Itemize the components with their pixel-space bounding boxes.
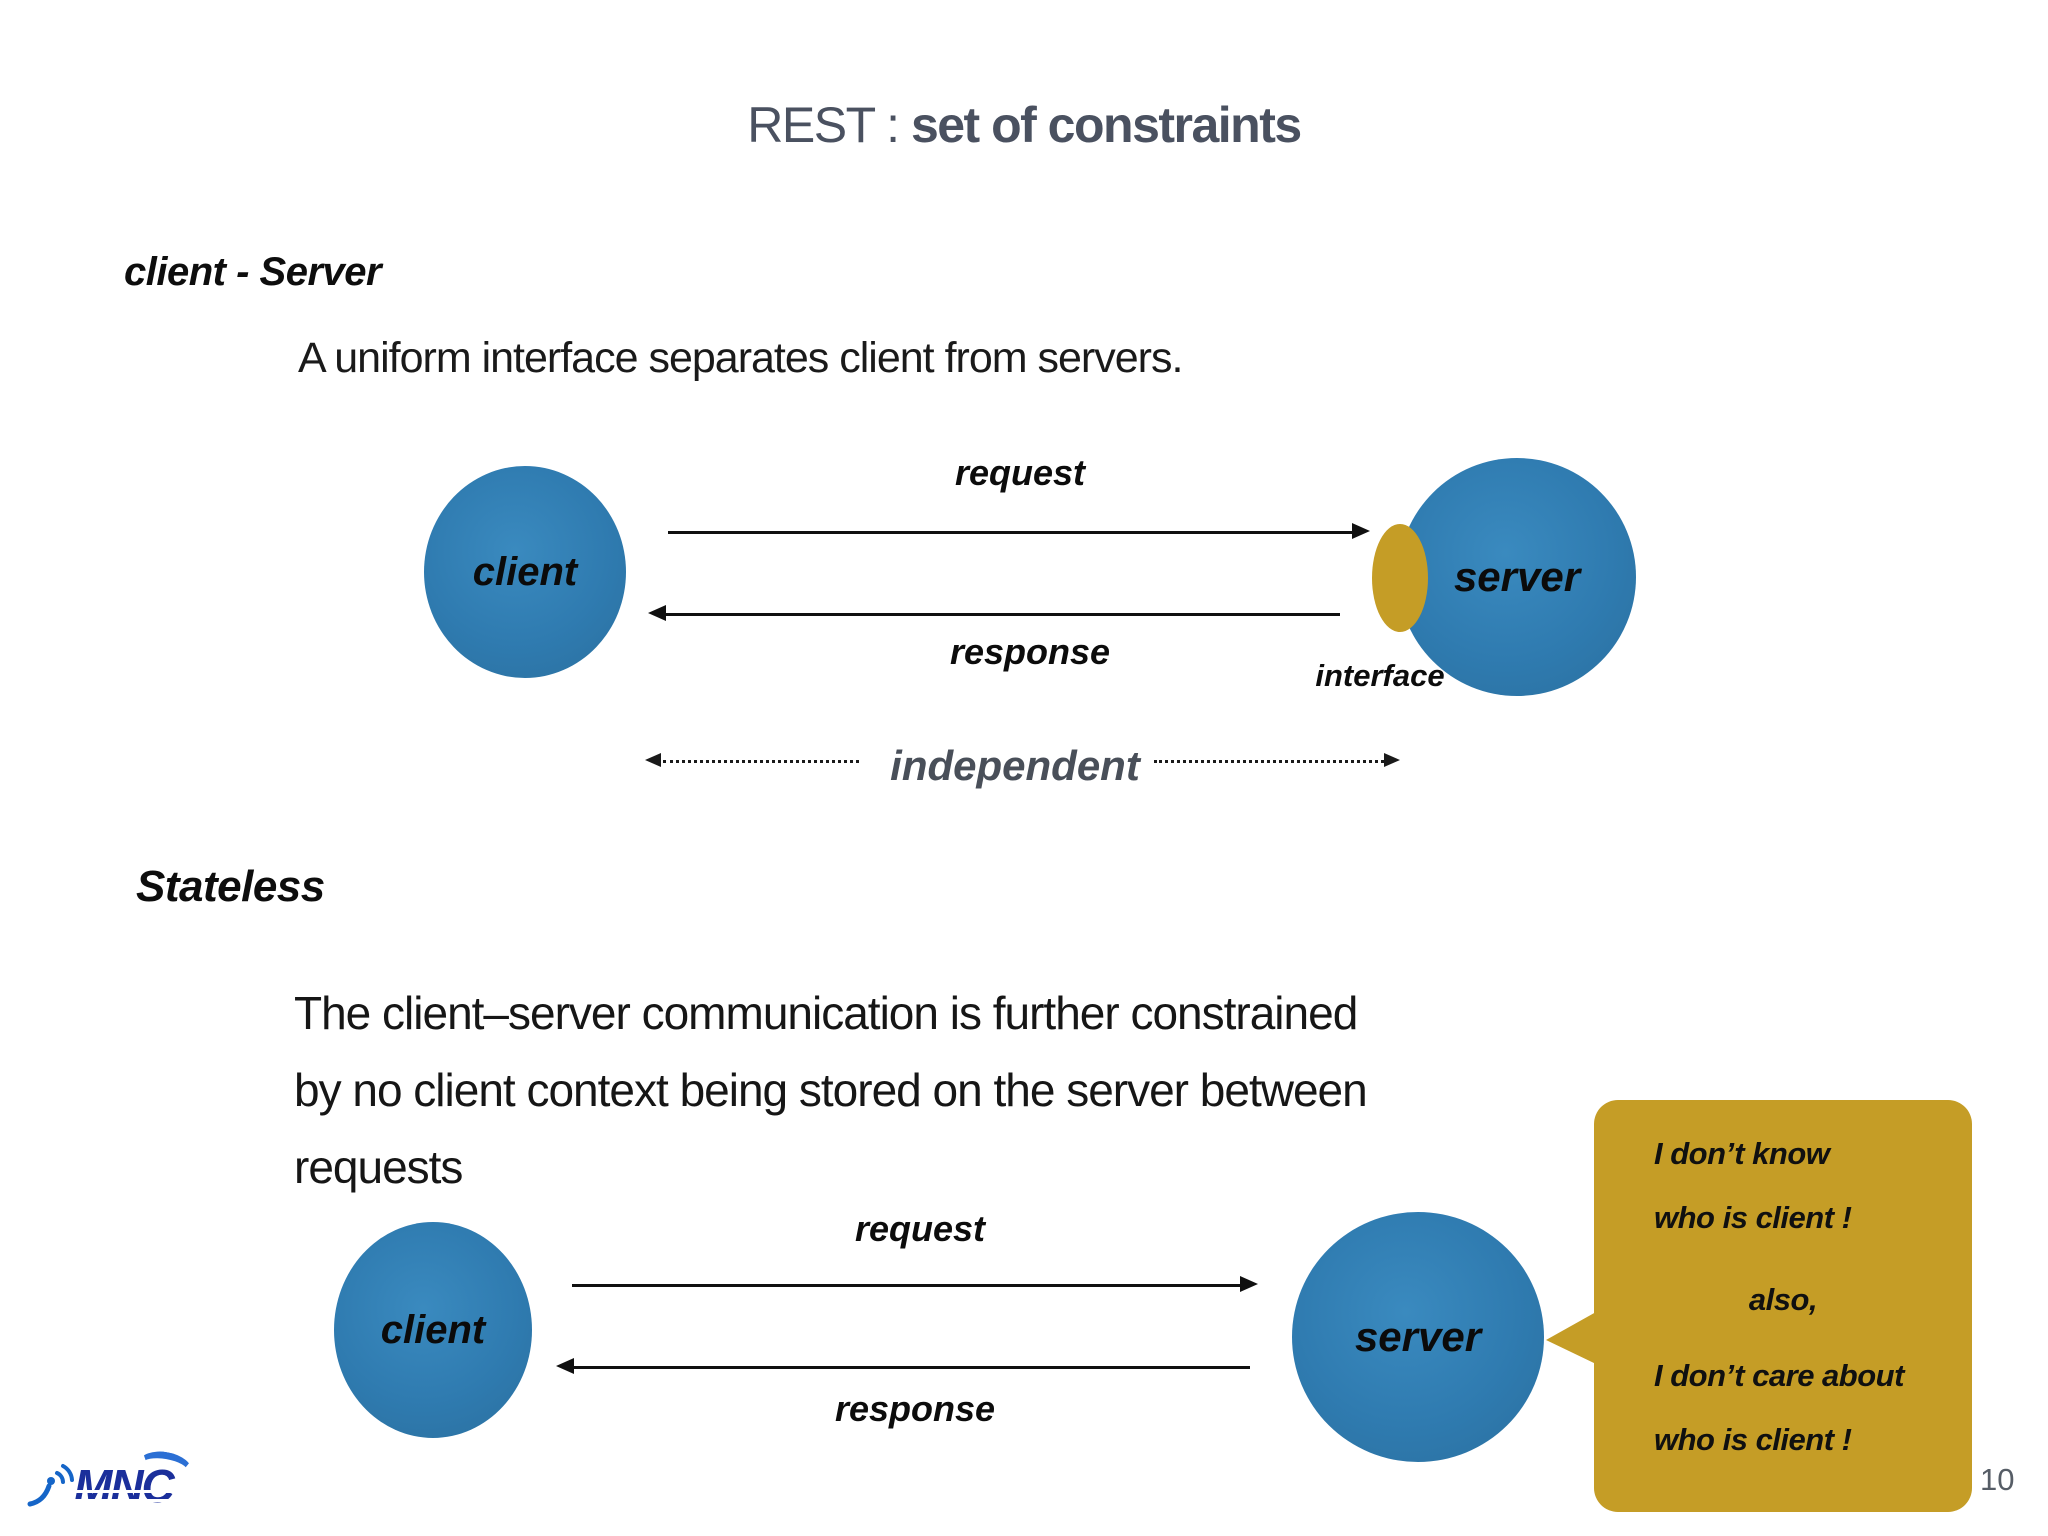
request-arrowhead-icon: [1352, 523, 1370, 539]
speech-bubble-tail: [1546, 1312, 1596, 1364]
request-label: request: [954, 452, 1086, 493]
speech-bubble-line: I don’t know: [1654, 1136, 1830, 1171]
section-heading-client-server: client - Server: [124, 250, 382, 294]
server-circle-label: server: [1453, 553, 1581, 600]
logo-stripe: [72, 1490, 188, 1493]
response-arrowhead-stateless-icon: [556, 1358, 574, 1374]
independent-right-arrow-line: [1154, 760, 1384, 763]
stateless-description-line: by no client context being stored on the…: [294, 1064, 1368, 1116]
request-label-stateless: request: [854, 1208, 986, 1249]
title-prefix: REST :: [747, 97, 900, 153]
independent-label: independent: [890, 742, 1140, 789]
interface-label: interface: [1315, 658, 1445, 693]
server-circle: server: [1398, 458, 1636, 696]
independent-left-arrow-line: [663, 760, 859, 763]
stateless-description-line: The client–server communication is furth…: [294, 987, 1358, 1039]
slide-title: REST : set of constraints: [0, 96, 2048, 154]
title-emphasis: set of constraints: [910, 97, 1302, 153]
section-heading-stateless: Stateless: [136, 862, 325, 911]
speech-bubble-line: I don’t care about: [1654, 1358, 1904, 1393]
client-circle-label: client: [472, 549, 578, 594]
response-arrow-line-stateless: [574, 1366, 1250, 1369]
server-speech-bubble: I don’t know who is client ! also, I don…: [1546, 1100, 1972, 1512]
response-label-stateless: response: [834, 1388, 996, 1429]
client-circle-stateless-label: client: [380, 1307, 486, 1352]
stateless-description: The client–server communication is furth…: [294, 975, 1368, 1206]
logo-text: MNC: [74, 1460, 175, 1512]
response-label: response: [949, 631, 1111, 672]
request-arrowhead-stateless-icon: [1240, 1276, 1258, 1292]
logo-stripe: [72, 1499, 188, 1502]
antenna-icon: [27, 1464, 74, 1507]
client-server-description: A uniform interface separates client fro…: [298, 334, 1183, 382]
mnc-logo: MNC: [26, 1447, 216, 1518]
response-arrow-line: [666, 613, 1340, 616]
server-circle-stateless: server: [1292, 1212, 1544, 1462]
speech-bubble-line: also,: [1748, 1282, 1818, 1317]
request-arrow-line: [668, 531, 1352, 534]
interface-ellipse: [1372, 524, 1428, 632]
page-number: 10: [1980, 1462, 2015, 1497]
request-arrow-line-stateless: [572, 1284, 1240, 1287]
stateless-description-line: requests: [294, 1141, 463, 1193]
independent-right-arrowhead-icon: [1384, 753, 1400, 767]
server-circle-stateless-label: server: [1354, 1313, 1482, 1360]
independent-left-arrowhead-icon: [645, 753, 661, 767]
client-circle: client: [424, 466, 626, 678]
client-circle-stateless: client: [334, 1222, 532, 1438]
speech-bubble-line: who is client !: [1654, 1200, 1852, 1235]
speech-bubble-line: who is client !: [1654, 1422, 1852, 1457]
response-arrowhead-icon: [648, 605, 666, 621]
